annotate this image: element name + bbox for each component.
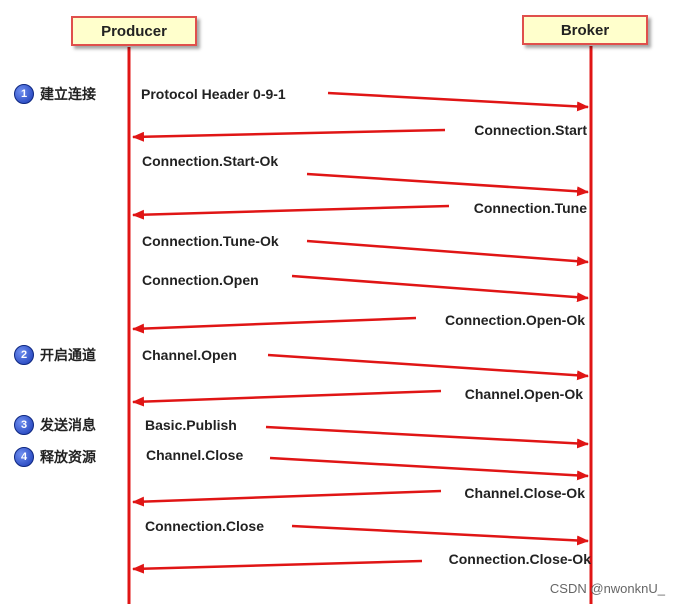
message-arrow-to-broker [269, 456, 589, 481]
watermark: CSDN @nwonknU_ [549, 581, 665, 596]
step-1-badge: 1 [14, 84, 34, 104]
message-arrow-to-broker [265, 425, 589, 449]
message-arrow-to-producer [132, 128, 446, 142]
message-label: Channel.Close [146, 447, 244, 463]
message-label: Connection.Start-Ok [142, 153, 279, 169]
message-label: Connection.Open-Ok [445, 312, 585, 328]
message-label: Protocol Header 0-9-1 [141, 86, 286, 102]
message-label: Connection.Tune-Ok [142, 233, 279, 249]
message-label: Basic.Publish [145, 417, 237, 433]
phase-open-channel: 2 开启通道 [14, 345, 96, 365]
message-label: Connection.Open [142, 272, 259, 288]
message-arrow-to-producer [132, 389, 442, 407]
message-arrow-to-broker [291, 524, 589, 546]
message-arrow-to-producer [132, 559, 423, 574]
phase-label: 建立连接 [40, 86, 96, 102]
step-2-badge: 2 [14, 345, 34, 365]
message-label: Connection.Start [474, 122, 587, 138]
phase-connect: 1 建立连接 [14, 84, 96, 104]
message-label: Connection.Tune [473, 200, 587, 216]
step-4-badge: 4 [14, 447, 34, 467]
step-3-badge: 3 [14, 415, 34, 435]
message-arrow-to-producer [132, 489, 442, 507]
message-arrow-to-broker [291, 274, 589, 303]
message-label: Connection.Close-Ok [448, 551, 591, 567]
message-arrow-to-broker [267, 353, 589, 381]
message-label: Channel.Open [142, 347, 237, 363]
phase-label: 发送消息 [40, 417, 96, 433]
message-arrow-to-broker [306, 239, 589, 267]
message-arrow-to-producer [132, 204, 450, 220]
phase-send: 3 发送消息 [14, 415, 96, 435]
message-label: Channel.Open-Ok [464, 386, 583, 402]
phase-release: 4 释放资源 [14, 447, 96, 467]
broker-actor: Broker [522, 15, 648, 45]
message-arrow-to-producer [132, 316, 417, 334]
message-label: Channel.Close-Ok [464, 485, 585, 501]
phase-label: 开启通道 [40, 347, 96, 363]
message-arrow-to-broker [327, 91, 589, 112]
message-label: Connection.Close [145, 518, 265, 534]
message-arrow-to-broker [306, 172, 589, 197]
producer-actor: Producer [71, 16, 197, 46]
phase-label: 释放资源 [40, 449, 96, 465]
